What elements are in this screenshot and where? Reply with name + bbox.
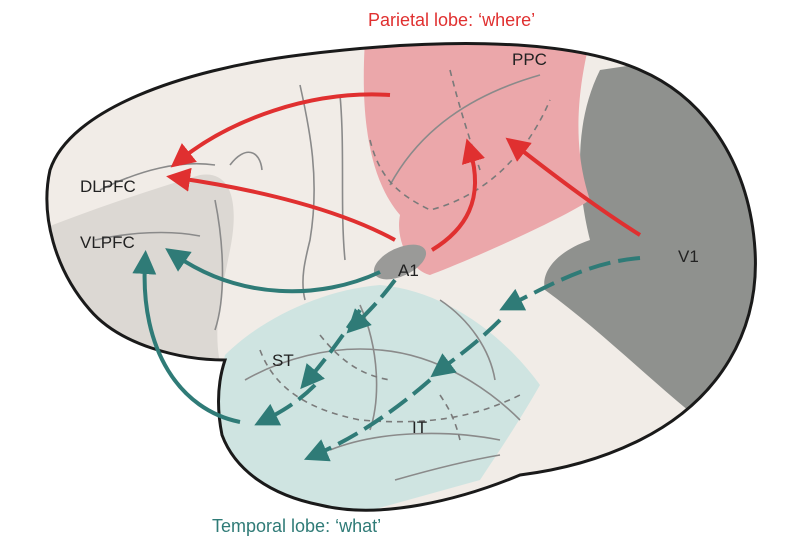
where-stream-arrows [166,92,642,252]
what-stream-arrows [132,248,641,462]
label-it: IT [412,418,427,437]
label-st: ST [272,351,294,370]
label-vlpfc: VLPFC [80,233,135,252]
a1-region [373,244,427,280]
label-ppc: PPC [512,50,547,69]
label-a1: A1 [398,261,419,280]
parietal-lobe-title: Parietal lobe: ‘where’ [368,10,535,30]
temporal-region [200,285,540,511]
label-v1: V1 [678,247,699,266]
label-dlpfc: DLPFC [80,177,136,196]
temporal-lobe-title: Temporal lobe: ‘what’ [212,516,381,536]
